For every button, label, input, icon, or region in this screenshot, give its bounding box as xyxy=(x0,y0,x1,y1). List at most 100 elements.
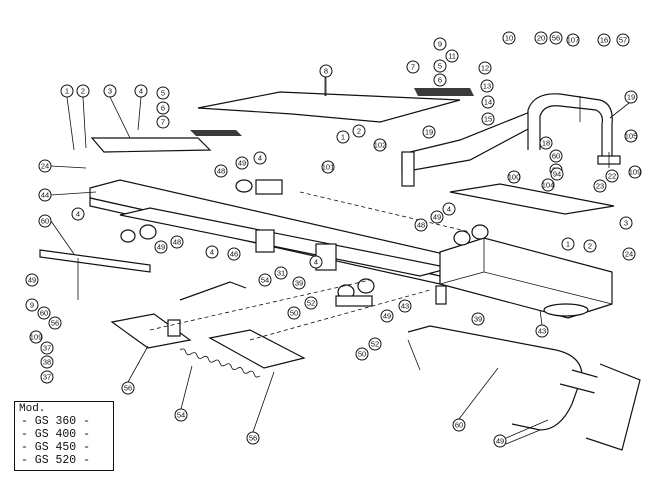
assembly-guide-lines xyxy=(149,191,471,341)
svg-text:39: 39 xyxy=(295,279,303,288)
lower-bracket-53 xyxy=(110,313,192,349)
callout-14: 14 xyxy=(481,95,495,109)
callout-45: 48 xyxy=(414,218,428,232)
callout-2b: 2 xyxy=(583,239,597,253)
callout-3b: 3 xyxy=(619,216,633,230)
svg-text:50: 50 xyxy=(358,350,366,359)
svg-text:105: 105 xyxy=(625,132,638,141)
callout-7b: 7 xyxy=(406,60,420,74)
svg-text:23: 23 xyxy=(596,182,604,191)
callout-109: 109 xyxy=(29,330,43,344)
svg-text:19: 19 xyxy=(627,93,635,102)
callout-24: 23 xyxy=(593,179,607,193)
callout-leaders xyxy=(50,77,630,445)
svg-text:4: 4 xyxy=(76,210,80,219)
svg-text:102: 102 xyxy=(374,141,387,150)
svg-text:46: 46 xyxy=(230,250,238,259)
callout-11: 11 xyxy=(445,49,459,63)
svg-text:48: 48 xyxy=(217,167,225,176)
svg-text:2: 2 xyxy=(588,242,592,251)
svg-text:60: 60 xyxy=(552,152,560,161)
tension-spring xyxy=(179,348,261,378)
svg-text:24: 24 xyxy=(41,162,49,171)
model-item: - GS 400 - xyxy=(21,428,91,441)
right-lower-frame xyxy=(407,325,641,451)
svg-text:49: 49 xyxy=(28,276,36,285)
callout-16: 16 xyxy=(597,33,611,47)
callout-106: 105 xyxy=(624,129,638,143)
callout-48: 50 xyxy=(287,306,301,320)
svg-text:56: 56 xyxy=(124,384,132,393)
svg-text:19: 19 xyxy=(425,128,433,137)
svg-text:50: 50 xyxy=(290,309,298,318)
model-item: - GS 450 - xyxy=(21,441,91,454)
svg-text:4: 4 xyxy=(139,87,143,96)
svg-text:15: 15 xyxy=(484,115,492,124)
callout-4e: 4 xyxy=(205,245,219,259)
callout-37b: 37 xyxy=(40,370,54,384)
svg-text:107: 107 xyxy=(567,36,580,45)
svg-text:9: 9 xyxy=(438,40,442,49)
callout-46: 49 xyxy=(430,210,444,224)
svg-text:52: 52 xyxy=(371,340,379,349)
svg-text:48: 48 xyxy=(173,238,181,247)
callout-39b: 39 xyxy=(471,312,485,326)
svg-text:37: 37 xyxy=(43,344,51,353)
callout-5: 5 xyxy=(156,86,170,100)
svg-text:49: 49 xyxy=(383,312,391,321)
svg-text:56: 56 xyxy=(552,34,560,43)
callout-44: 46 xyxy=(227,247,241,261)
svg-text:16: 16 xyxy=(600,36,608,45)
callout-52: 54 xyxy=(174,408,188,422)
bushing-left xyxy=(235,179,283,195)
callout-94: 101 xyxy=(321,160,335,174)
svg-text:104: 104 xyxy=(542,181,555,190)
svg-text:14: 14 xyxy=(484,98,492,107)
svg-text:49: 49 xyxy=(157,243,165,252)
svg-text:7: 7 xyxy=(411,63,415,72)
callout-101: 57 xyxy=(616,33,630,47)
callout-4d: 4 xyxy=(71,207,85,221)
top-cover-plate xyxy=(197,72,461,123)
callout-103: 107 xyxy=(566,33,580,47)
svg-text:60: 60 xyxy=(41,217,49,226)
svg-text:1: 1 xyxy=(65,87,69,96)
svg-text:4: 4 xyxy=(314,258,318,267)
svg-text:56: 56 xyxy=(51,319,59,328)
callout-29: 24 xyxy=(38,159,52,173)
svg-text:94: 94 xyxy=(553,170,561,179)
svg-text:43: 43 xyxy=(401,302,409,311)
callout-60: 60 xyxy=(38,214,52,228)
callout-13: 13 xyxy=(480,79,494,93)
callout-18: 18 xyxy=(539,136,553,150)
callout-21: 20 xyxy=(534,31,548,45)
callout-2c: 2 xyxy=(352,124,366,138)
svg-text:1: 1 xyxy=(341,133,345,142)
model-item: - GS 360 - xyxy=(21,415,91,428)
svg-text:60: 60 xyxy=(40,309,48,318)
svg-text:54: 54 xyxy=(261,276,269,285)
callout-8: 8 xyxy=(319,64,333,78)
svg-text:48: 48 xyxy=(417,221,425,230)
callout-53: 56 xyxy=(48,316,62,330)
svg-text:101: 101 xyxy=(322,163,335,172)
callout-46b: 49 xyxy=(235,156,249,170)
svg-text:13: 13 xyxy=(483,82,491,91)
svg-text:2: 2 xyxy=(81,87,85,96)
callout-10: 10 xyxy=(502,31,516,45)
callout-95: 102 xyxy=(373,138,387,152)
left-top-plate xyxy=(90,130,242,153)
svg-text:9: 9 xyxy=(30,301,34,310)
model-applicability-box: Mod. - GS 360 - - GS 400 - - GS 450 - - … xyxy=(14,401,114,471)
svg-text:1: 1 xyxy=(566,240,570,249)
callout-60b: 60 xyxy=(452,418,466,432)
callout-39: 39 xyxy=(292,276,306,290)
callout-46c: 49 xyxy=(154,240,168,254)
callout-4b: 4 xyxy=(442,202,456,216)
svg-text:4: 4 xyxy=(258,154,262,163)
svg-text:54: 54 xyxy=(177,411,185,420)
callout-19: 19 xyxy=(422,125,436,139)
callout-107: 109 xyxy=(628,165,642,179)
bushing-lower xyxy=(335,278,375,307)
